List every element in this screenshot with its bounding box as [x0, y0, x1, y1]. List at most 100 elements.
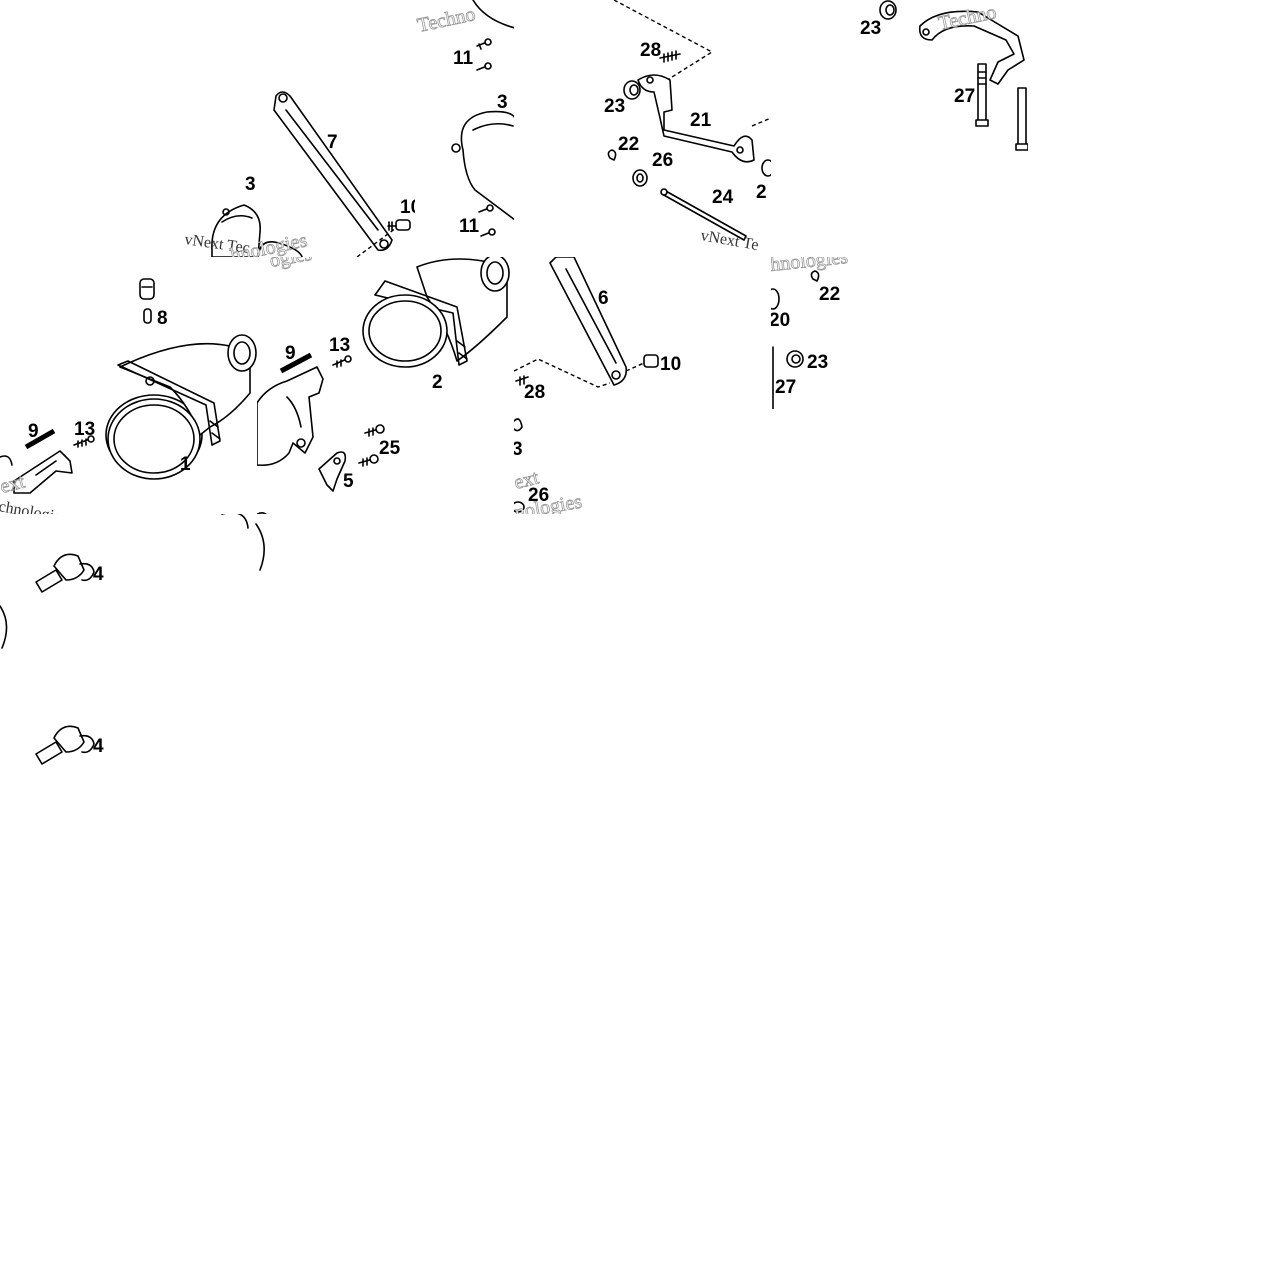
callout-label: 23	[807, 352, 828, 373]
diagram-tile-top-center: 11 3 11 Techno	[415, 0, 515, 257]
callout-label: 1	[180, 454, 191, 475]
callout-label: 8	[157, 308, 168, 329]
callout-label: 2	[756, 182, 767, 203]
tile-drawing: 4 4	[0, 514, 265, 765]
callout-label: 11	[453, 48, 474, 69]
clip-22-shape	[810, 270, 820, 282]
callout-label: 3	[497, 92, 508, 113]
callout-label: 4	[93, 564, 104, 585]
bracket-shape	[918, 10, 1025, 85]
tile-drawing: 6 10 28 3 26 ext nologies	[514, 257, 681, 514]
watermark-text: chnologies	[0, 498, 69, 514]
callout-label: 13	[74, 419, 95, 440]
callout-label: 21	[690, 110, 712, 131]
grommet-partial-shape	[514, 418, 523, 432]
diagram-tile-middle-far-right: 22 20 23 27 hnologies	[771, 257, 857, 409]
diagram-tile-middle-left: 8 9 13 1 ext chnologies	[0, 257, 257, 514]
screw-11-shape	[478, 204, 496, 237]
housing-3-shape	[211, 204, 261, 257]
callout-label: 7	[327, 132, 338, 153]
housing-partial-shape	[257, 512, 267, 514]
bracket-7-shape	[273, 91, 393, 252]
callout-label: 24	[712, 187, 734, 208]
tile-drawing: 28 23 21 22 26 24 2 vNext Te	[604, 0, 771, 254]
watermark-text: hnologies	[771, 257, 849, 276]
housing-partial-shape	[257, 241, 303, 257]
watermark-text: vNext Te	[699, 227, 760, 254]
callout-label: 28	[524, 382, 545, 403]
stud-28-shape	[515, 375, 529, 386]
bolt-10-shape	[356, 219, 411, 257]
diagram-tile-middle-center: 9 13 2 25 5 ogies	[257, 257, 514, 514]
bolt-10-shape	[625, 354, 659, 372]
gasket-9-shape	[24, 428, 56, 450]
housing-partial-shape	[255, 523, 265, 571]
tile-drawing: 8 9 13 1 ext chnologies	[0, 278, 257, 514]
diagram-tile-lower-left: 4 4	[0, 514, 270, 774]
callout-label: 28	[640, 40, 661, 61]
callout-label: 27	[775, 377, 796, 398]
housing-partial-shape	[0, 605, 8, 649]
clip-5-shape	[318, 451, 347, 492]
callout-label: 22	[618, 134, 639, 155]
diagram-tile-top-right-a: 28 23 21 22 26 24 2 vNext Te	[514, 0, 771, 257]
grommet-23-shape	[879, 0, 897, 20]
grommet-23-shape	[786, 350, 804, 368]
callout-label: 3	[514, 439, 523, 460]
bracket-6-shape	[549, 257, 628, 386]
tile-drawing: 22 20 23 27 hnologies	[771, 257, 849, 409]
screw-11-shape	[476, 38, 492, 71]
grommet-partial-shape	[761, 159, 771, 177]
screw-25-shape	[358, 424, 385, 467]
callout-label: 6	[598, 288, 609, 309]
bracket-partial-shape	[13, 450, 73, 494]
fog-lamp-1-shape	[105, 334, 257, 480]
clip-22-shape	[607, 149, 617, 161]
housing-3-shape	[451, 110, 515, 221]
callout-label: 20	[771, 310, 790, 331]
bulb-socket-8-shape	[139, 278, 155, 324]
diagram-tile-middle-right: 6 10 28 3 26 ext nologies	[514, 257, 771, 514]
callout-label: 3	[245, 174, 256, 195]
watermark-text: ogies	[268, 257, 314, 272]
callout-label: 10	[660, 354, 681, 375]
fog-lamp-2-shape	[362, 257, 510, 368]
bolt-27-shape	[975, 63, 1028, 151]
screw-13-shape	[332, 355, 352, 368]
watermark-text: Techno	[415, 3, 477, 37]
tile-drawing: 11 3 11 Techno	[415, 0, 515, 237]
callout-label: 4	[93, 736, 104, 757]
housing-partial-shape	[221, 514, 249, 529]
dashed-leader-line	[514, 358, 611, 388]
washer-26-shape	[632, 169, 648, 187]
dashed-leader-line	[613, 0, 714, 83]
stud-28-shape	[659, 50, 681, 63]
callout-label: 27	[954, 86, 975, 107]
bulb-4-shape	[35, 725, 95, 765]
tile-drawing: 9 13 2 25 5 ogies	[257, 257, 510, 514]
rod-24-shape	[660, 188, 747, 241]
tile-drawing: 23 27 Techno	[860, 0, 1028, 151]
housing-partial-shape	[472, 0, 515, 29]
callout-label: 9	[28, 421, 39, 442]
bulb-4-shape	[35, 553, 95, 593]
callout-label: 9	[285, 343, 296, 364]
callout-label: 25	[379, 438, 401, 459]
housing-partial-shape	[257, 366, 324, 467]
callout-label: 13	[329, 335, 350, 356]
grommet-23-shape	[623, 80, 641, 100]
diagram-tile-top-right-b: 23 27 Techno	[858, 0, 1028, 160]
callout-label: 26	[652, 150, 673, 171]
callout-label: 23	[860, 18, 881, 39]
callout-label: 11	[459, 216, 480, 237]
callout-label: 2	[432, 372, 443, 393]
grommet-partial-shape	[771, 288, 780, 310]
gasket-9-shape	[279, 352, 313, 374]
washer-partial-shape	[514, 501, 525, 513]
screw-13-shape	[73, 435, 95, 448]
housing-partial-shape	[0, 455, 13, 466]
callout-label: 22	[819, 284, 840, 305]
bracket-21-shape	[637, 74, 771, 163]
callout-label: 26	[528, 485, 549, 506]
